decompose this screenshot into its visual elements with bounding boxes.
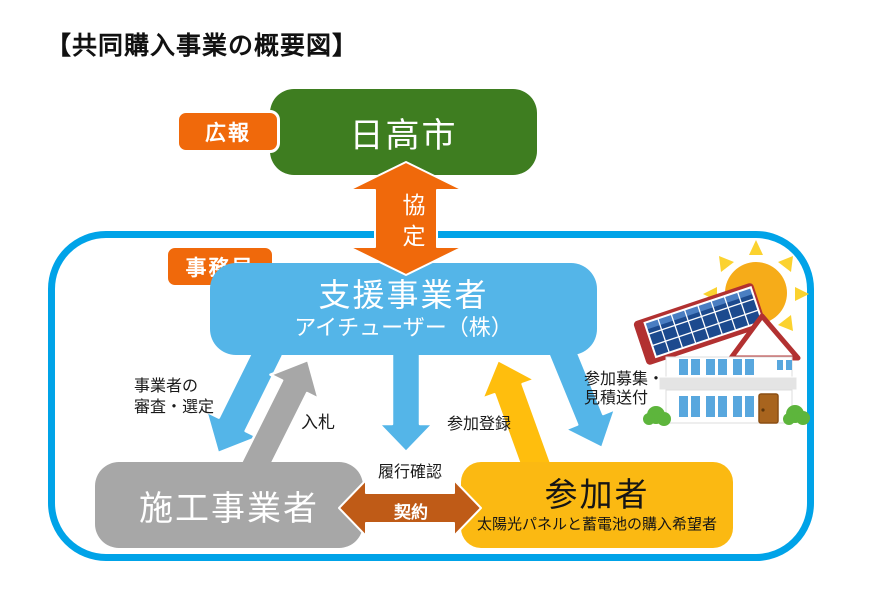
tag-kouhou: 広報 [176,110,280,153]
contract-arrow-label: 契約 [394,503,428,523]
page-title: 【共同購入事業の概要図】 [46,31,359,60]
support-company-sublabel: アイチューザー（株） [294,315,513,341]
participants-label: 参加者 [544,475,650,515]
recruitment-label: 参加募集・ 見積送付 [584,369,665,407]
node-hidaka-city: 日高市 [270,89,537,175]
agreement-arrow-label: 協定 [398,193,424,255]
registration-label: 参加登録 [447,414,512,433]
node-participants: 参加者 太陽光パネルと蓄電池の購入希望者 [461,462,733,548]
node-support-company: 支援事業者 アイチューザー（株） [210,263,597,355]
constructor-label: 施工事業者 [139,488,319,529]
support-company-label: 支援事業者 [318,275,489,314]
performance-check-label: 履行確認 [378,462,443,481]
bidding-label: 入札 [301,413,335,433]
participants-sublabel: 太陽光パネルと蓄電池の購入希望者 [476,515,717,534]
vendor-screening-label: 事業者の 審査・選定 [134,376,215,416]
node-constructor: 施工事業者 [95,462,363,548]
city-label: 日高市 [349,115,458,156]
